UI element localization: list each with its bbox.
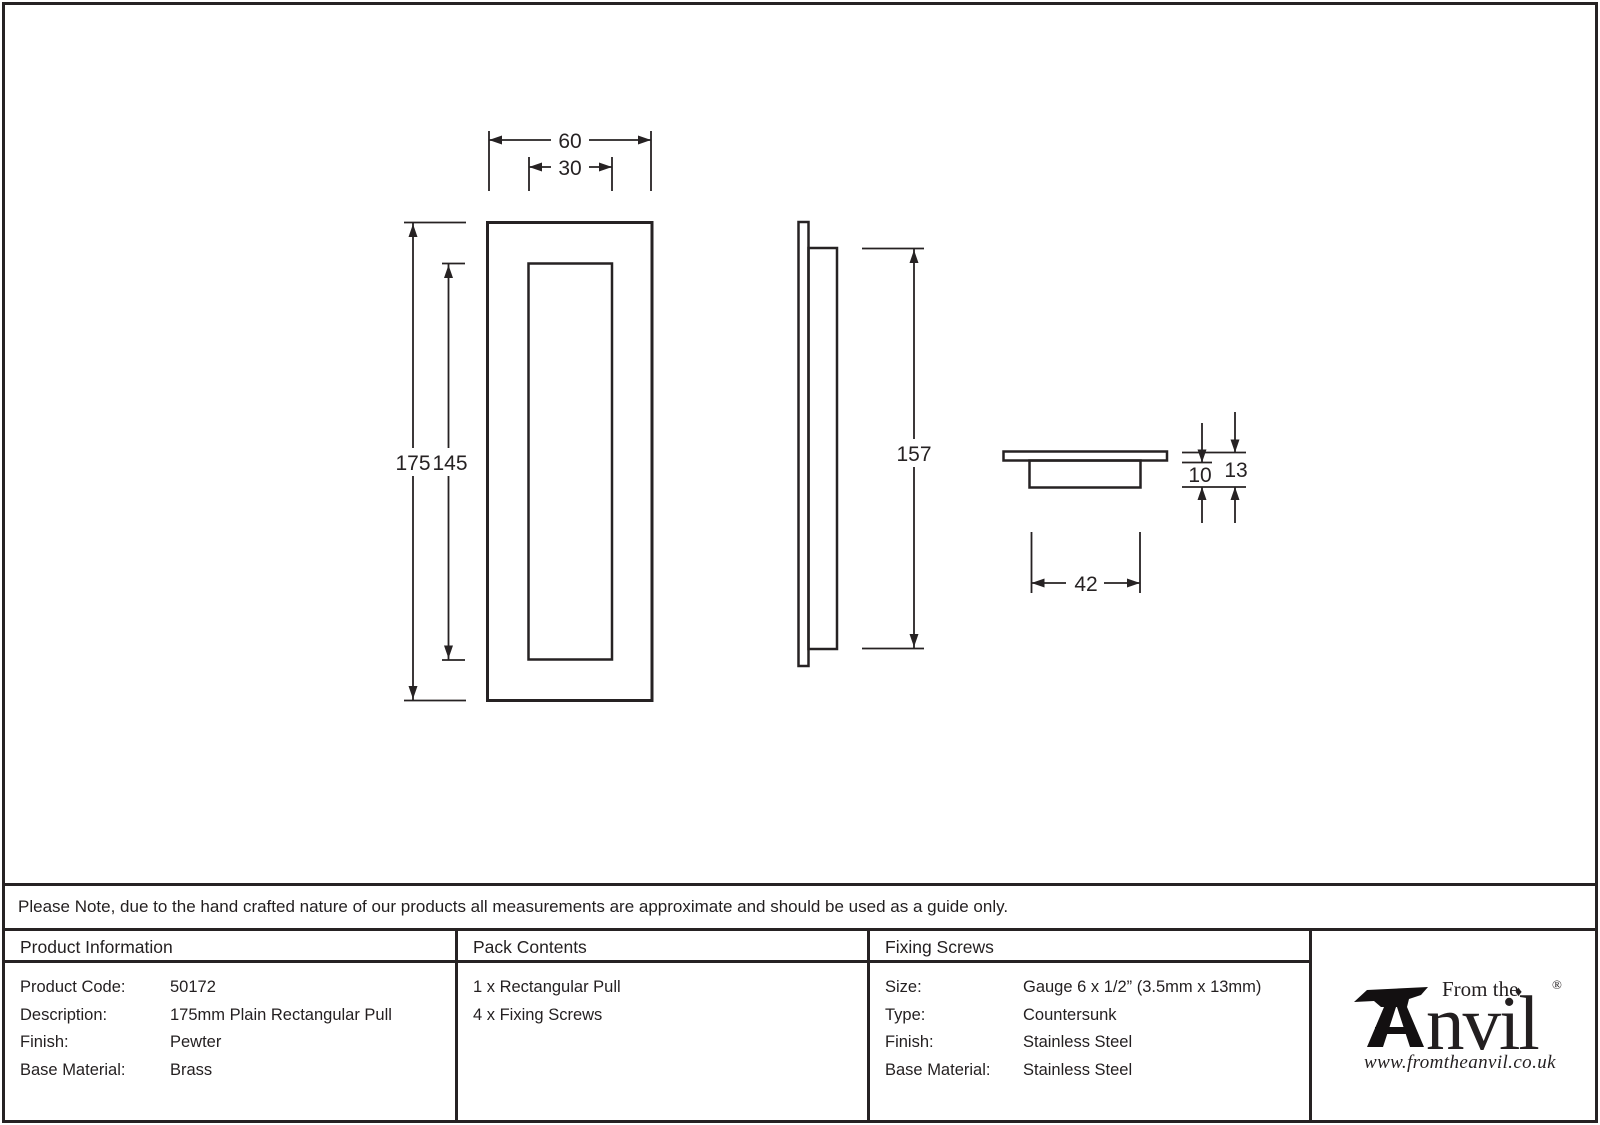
pack-contents-body: 1 x Rectangular Pull 4 x Fixing Screws [458,963,867,1029]
list-item: 1 x Rectangular Pull [473,978,621,996]
measurement-note: Please Note, due to the hand crafted nat… [5,883,1595,931]
fixing-screws-header: Fixing Screws [870,931,1309,963]
table-row: Finish: Stainless Steel [885,1029,1309,1057]
dim-label-175: 175 [395,452,430,475]
description-label: Description: [20,1005,108,1024]
measurement-note-text: Please Note, due to the hand crafted nat… [18,897,1009,916]
dim-recess-depth: 10 [1188,423,1212,523]
screw-size-value: Gauge 6 x 1/2” (3.5mm x 13mm) [1023,978,1262,996]
screw-base-material-label: Base Material: [885,1060,991,1079]
side-body-outline [807,246,839,651]
finish-value: Pewter [170,1033,222,1051]
section-flange-outline [1002,450,1169,462]
product-information-header: Product Information [5,931,455,963]
dim-side-height: 157 [862,247,938,650]
dim-label-42: 42 [1074,573,1097,596]
dim-label-30: 30 [558,157,581,180]
brand-logo-cell: From the ♦ nvil ® www.fromtheanvil.co.uk [1312,931,1595,1120]
base-material-value: Brass [170,1060,213,1079]
front-outer-outline [486,221,654,702]
logo-tagline: From the [1442,977,1519,1001]
table-row: Size: Gauge 6 x 1/2” (3.5mm x 13mm) [885,974,1309,1002]
dim-outer-width: 60 [488,127,652,191]
dim-inner-height: 145 [432,262,468,661]
table-row: Type: Countersunk [885,1002,1309,1030]
dim-overall-depth: 13 [1224,412,1248,523]
product-information-section: Product Information Product Code: 50172 … [5,931,458,1120]
product-information-body: Product Code: 50172 Description: 175mm P… [5,963,455,1084]
product-code-value: 50172 [170,978,216,996]
dim-section-width: 42 [1030,532,1141,596]
info-table: Product Information Product Code: 50172 … [5,931,1595,1120]
dim-outer-height: 175 [394,221,466,702]
base-material-label: Base Material: [20,1060,126,1079]
description-value: 175mm Plain Rectangular Pull [170,1005,392,1024]
pack-contents-header: Pack Contents [458,931,867,963]
section-view: 10 13 42 [1002,412,1248,596]
logo-website: www.fromtheanvil.co.uk [1364,1052,1556,1073]
list-item: 4 x Fixing Screws [473,1005,603,1024]
dim-label-157: 157 [896,443,931,466]
pack-contents-section: Pack Contents 1 x Rectangular Pull 4 x F… [458,931,870,1120]
anvil-icon [1354,987,1428,1047]
screw-finish-label: Finish: [885,1033,934,1051]
bottom-block: Please Note, due to the hand crafted nat… [5,883,1595,1120]
logo-brand-text: nvil [1426,980,1540,1066]
screw-type-label: Type: [885,1005,926,1024]
screw-size-label: Size: [885,978,922,996]
product-code-label: Product Code: [20,978,126,996]
side-faceplate-outline [797,220,810,668]
table-row: Product Code: 50172 [20,974,455,1002]
table-row: Base Material: Stainless Steel [885,1057,1309,1085]
dim-label-13: 13 [1224,459,1247,482]
table-row: Base Material: Brass [20,1057,455,1085]
technical-drawing: 60 30 175 [394,127,1248,702]
table-row: Description: 175mm Plain Rectangular Pul… [20,1002,455,1030]
finish-label: Finish: [20,1033,69,1051]
front-view: 60 30 175 [394,127,654,702]
screw-type-value: Countersunk [1023,1005,1117,1024]
dim-inner-width: 30 [528,155,613,191]
section-body-outline [1028,459,1142,489]
registered-trademark-icon: ® [1552,977,1562,992]
dim-label-60: 60 [558,130,581,153]
front-recess-outline [527,262,614,661]
side-view: 157 [797,220,938,668]
fixing-screws-section: Fixing Screws Size: Gauge 6 x 1/2” (3.5m… [870,931,1312,1120]
diamond-icon: ♦ [1515,983,1523,999]
fixing-screws-body: Size: Gauge 6 x 1/2” (3.5mm x 13mm) Type… [870,963,1309,1084]
screw-base-material-value: Stainless Steel [1023,1060,1133,1079]
dim-label-10: 10 [1188,464,1211,487]
table-row: Finish: Pewter [20,1029,455,1057]
dim-label-145: 145 [432,452,467,475]
screw-finish-value: Stainless Steel [1023,1033,1133,1051]
